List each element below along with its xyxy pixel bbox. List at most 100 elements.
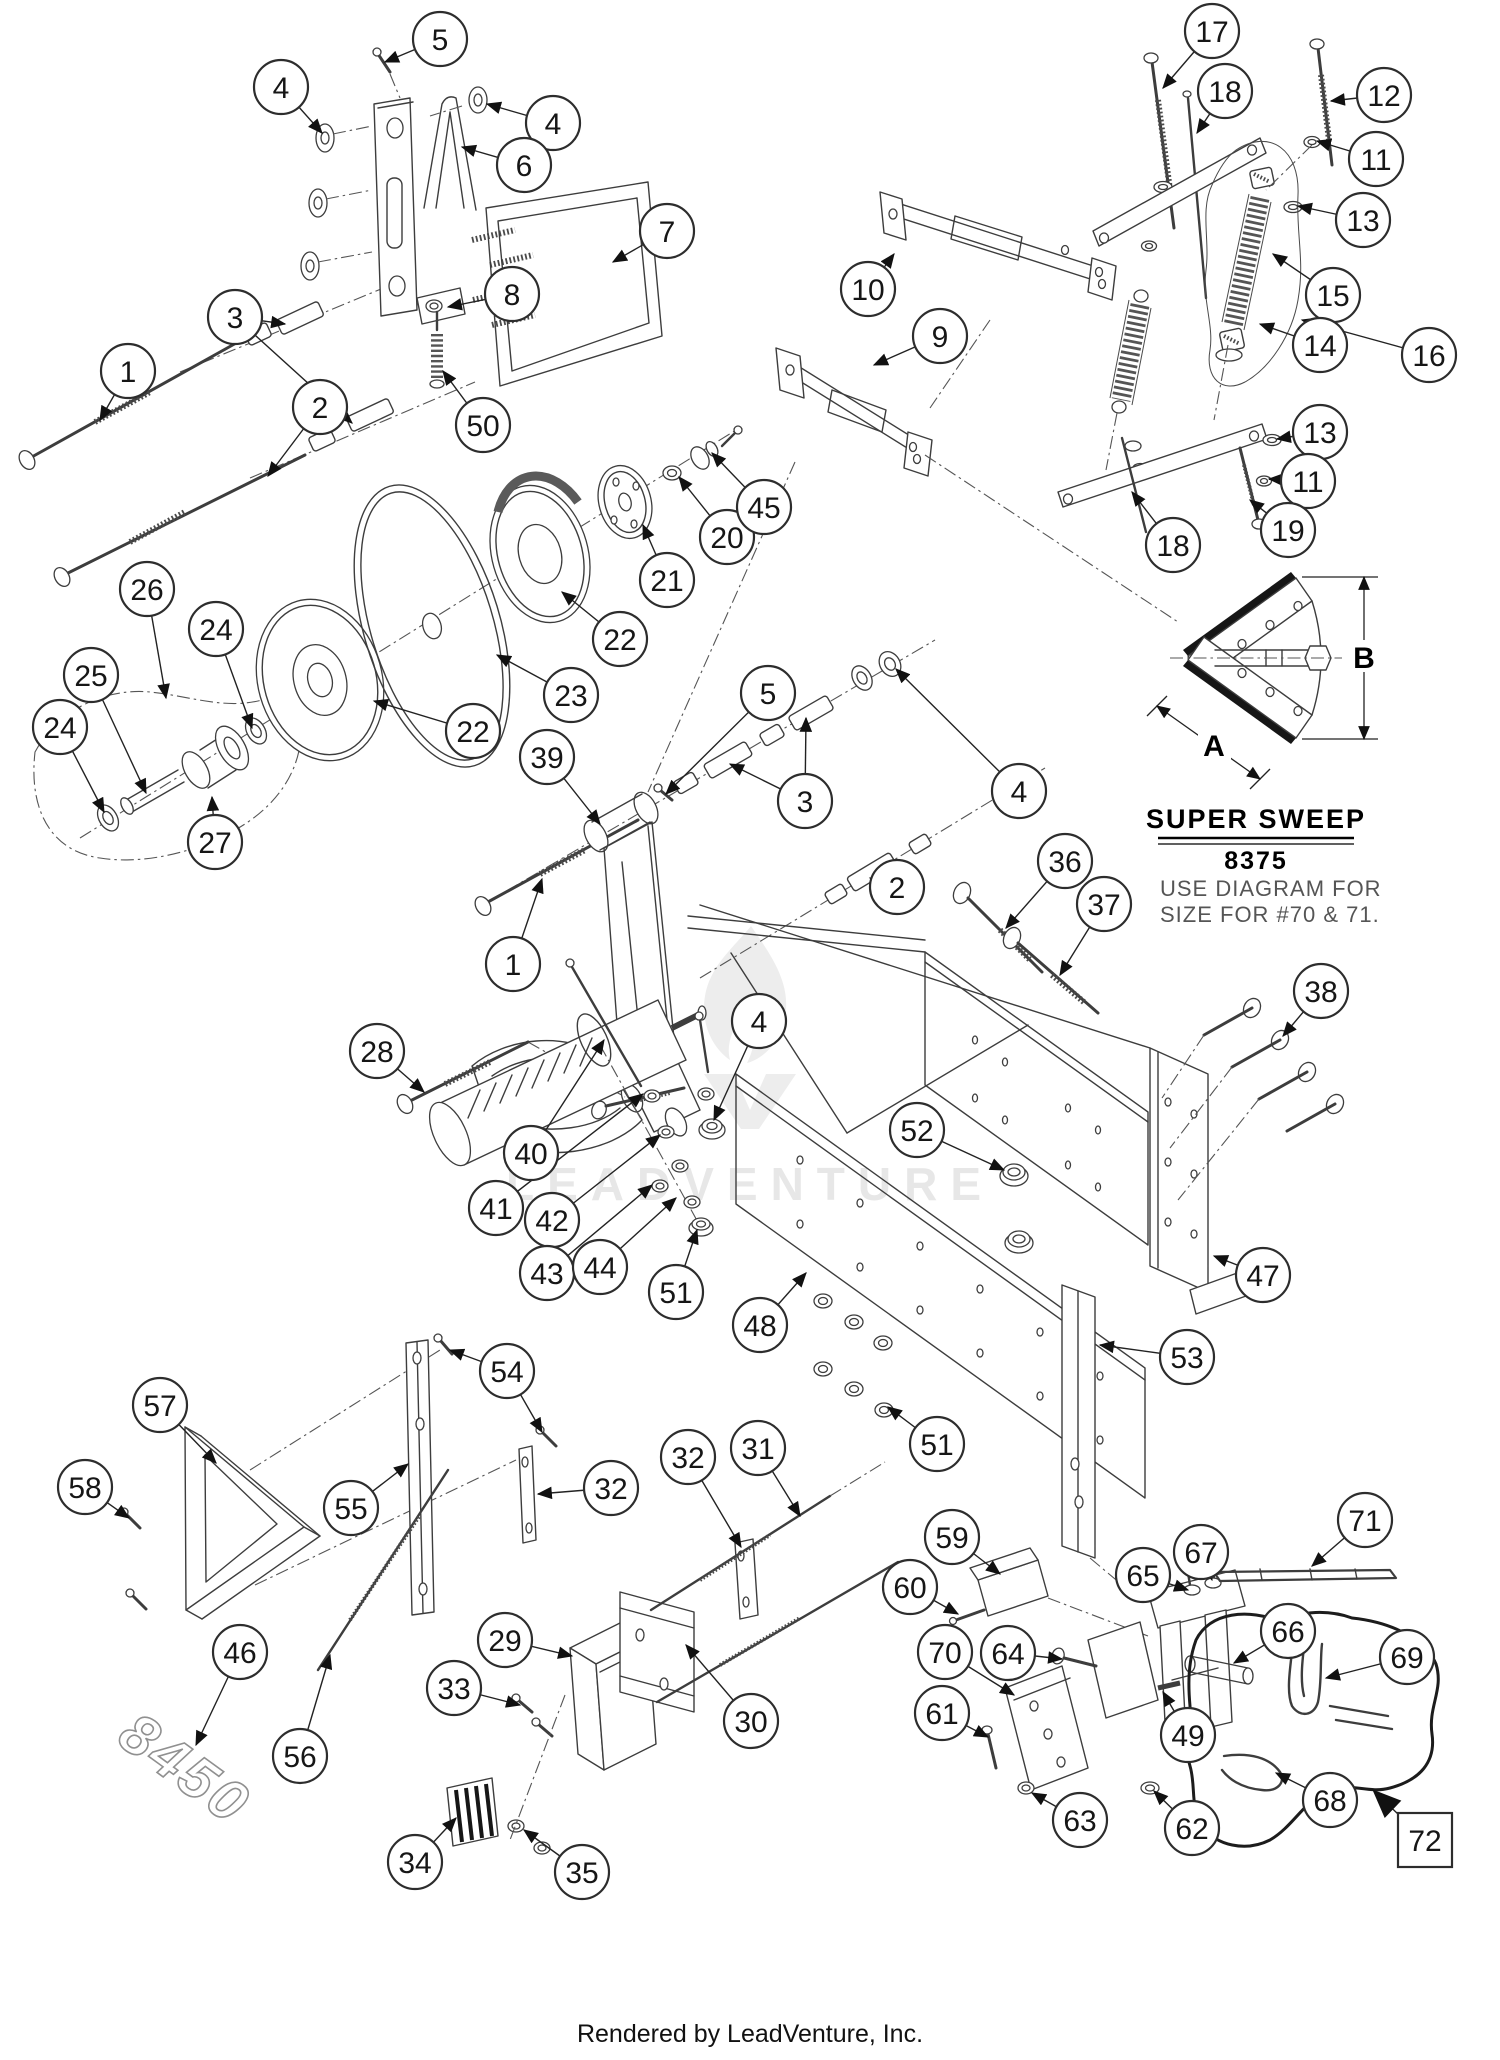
callout-52[interactable]: 52	[888, 1101, 946, 1159]
callout-20[interactable]: 20	[698, 508, 756, 566]
callout-72[interactable]: 72	[1396, 1811, 1454, 1869]
callout-67[interactable]: 67	[1172, 1523, 1230, 1581]
callout-17[interactable]: 17	[1183, 2, 1241, 60]
callout-22[interactable]: 22	[444, 702, 502, 760]
callout-34[interactable]: 34	[386, 1833, 444, 1891]
callout-70[interactable]: 70	[916, 1623, 974, 1681]
callout-28[interactable]: 28	[348, 1022, 406, 1080]
callout-56[interactable]: 56	[271, 1727, 329, 1785]
callout-63[interactable]: 63	[1051, 1791, 1109, 1849]
callout-11[interactable]: 11	[1347, 130, 1405, 188]
callout-35[interactable]: 35	[553, 1843, 611, 1901]
callout-5[interactable]: 5	[411, 10, 469, 68]
callout-65[interactable]: 65	[1114, 1546, 1172, 1604]
callout-8[interactable]: 8	[483, 265, 541, 323]
callout-32[interactable]: 32	[659, 1428, 717, 1486]
svg-text:10: 10	[851, 274, 884, 307]
callout-55[interactable]: 55	[322, 1479, 380, 1537]
svg-text:62: 62	[1175, 1813, 1208, 1846]
callout-19[interactable]: 19	[1259, 501, 1317, 559]
callout-7[interactable]: 7	[638, 202, 696, 260]
callout-46[interactable]: 46	[211, 1623, 269, 1681]
callout-27[interactable]: 27	[186, 813, 244, 871]
svg-text:33: 33	[437, 1673, 470, 1706]
callout-41[interactable]: 41	[467, 1179, 525, 1237]
callout-13[interactable]: 13	[1291, 403, 1349, 461]
callout-4[interactable]: 4	[730, 992, 788, 1050]
callout-69[interactable]: 69	[1378, 1628, 1436, 1686]
callout-3[interactable]: 3	[776, 772, 834, 830]
callout-44[interactable]: 44	[571, 1238, 629, 1296]
callout-36[interactable]: 36	[1036, 832, 1094, 890]
callout-2[interactable]: 2	[868, 858, 926, 916]
callout-29[interactable]: 29	[476, 1611, 534, 1669]
callout-60[interactable]: 60	[881, 1558, 939, 1616]
callout-51[interactable]: 51	[908, 1415, 966, 1473]
callout-59[interactable]: 59	[923, 1508, 981, 1566]
svg-text:37: 37	[1087, 889, 1120, 922]
callout-25[interactable]: 25	[62, 646, 120, 704]
svg-text:4: 4	[751, 1006, 768, 1039]
callout-1[interactable]: 1	[484, 935, 542, 993]
callout-14[interactable]: 14	[1291, 316, 1349, 374]
callout-4[interactable]: 4	[990, 762, 1048, 820]
callout-3[interactable]: 3	[206, 288, 264, 346]
callout-21[interactable]: 21	[638, 551, 696, 609]
callout-64[interactable]: 64	[979, 1624, 1037, 1682]
leadventure-watermark: LEADVENTURE	[506, 926, 981, 1210]
callout-24[interactable]: 24	[187, 600, 245, 658]
callout-24[interactable]: 24	[31, 698, 89, 756]
callout-57[interactable]: 57	[131, 1376, 189, 1434]
callout-18[interactable]: 18	[1196, 62, 1254, 120]
callout-5[interactable]: 5	[739, 664, 797, 722]
callout-68[interactable]: 68	[1301, 1771, 1359, 1829]
callout-48[interactable]: 48	[731, 1296, 789, 1354]
callout-30[interactable]: 30	[722, 1692, 780, 1750]
callout-22[interactable]: 22	[591, 610, 649, 668]
callout-37[interactable]: 37	[1075, 875, 1133, 933]
callout-51[interactable]: 51	[647, 1263, 705, 1321]
callout-1[interactable]: 1	[99, 342, 157, 400]
callout-18[interactable]: 18	[1144, 516, 1202, 574]
callout-2[interactable]: 2	[291, 378, 349, 436]
callout-10[interactable]: 10	[839, 260, 897, 318]
callout-39[interactable]: 39	[518, 728, 576, 786]
callout-54[interactable]: 54	[478, 1342, 536, 1400]
svg-text:11: 11	[1292, 466, 1323, 499]
callout-50[interactable]: 50	[454, 396, 512, 454]
svg-text:52: 52	[900, 1115, 933, 1148]
callout-16[interactable]: 16	[1400, 326, 1458, 384]
callout-62[interactable]: 62	[1163, 1799, 1221, 1857]
callout-15[interactable]: 15	[1304, 266, 1362, 324]
callout-42[interactable]: 42	[523, 1191, 581, 1249]
callout-49[interactable]: 49	[1159, 1706, 1217, 1764]
callout-66[interactable]: 66	[1259, 1602, 1317, 1660]
callout-71[interactable]: 71	[1336, 1491, 1394, 1549]
callout-38[interactable]: 38	[1292, 962, 1350, 1020]
callout-4[interactable]: 4	[524, 94, 582, 152]
callout-11[interactable]: 11	[1279, 452, 1337, 510]
svg-text:13: 13	[1303, 417, 1336, 450]
svg-text:53: 53	[1170, 1342, 1203, 1375]
callout-31[interactable]: 31	[729, 1419, 787, 1477]
svg-text:13: 13	[1346, 205, 1379, 238]
callout-26[interactable]: 26	[118, 560, 176, 618]
callout-32[interactable]: 32	[582, 1459, 640, 1517]
callout-23[interactable]: 23	[542, 666, 600, 724]
callout-47[interactable]: 47	[1234, 1246, 1292, 1304]
callout-6[interactable]: 6	[495, 136, 553, 194]
callout-45[interactable]: 45	[735, 478, 793, 536]
svg-text:19: 19	[1271, 515, 1304, 548]
callout-43[interactable]: 43	[518, 1244, 576, 1302]
callout-58[interactable]: 58	[56, 1458, 114, 1516]
callout-53[interactable]: 53	[1158, 1328, 1216, 1386]
callout-13[interactable]: 13	[1334, 191, 1392, 249]
callout-33[interactable]: 33	[425, 1659, 483, 1717]
callout-9[interactable]: 9	[911, 307, 969, 365]
callout-40[interactable]: 40	[502, 1124, 560, 1182]
callout-4[interactable]: 4	[252, 58, 310, 116]
callout-12[interactable]: 12	[1355, 66, 1413, 124]
callout-61[interactable]: 61	[913, 1684, 971, 1742]
svg-text:32: 32	[671, 1442, 704, 1475]
